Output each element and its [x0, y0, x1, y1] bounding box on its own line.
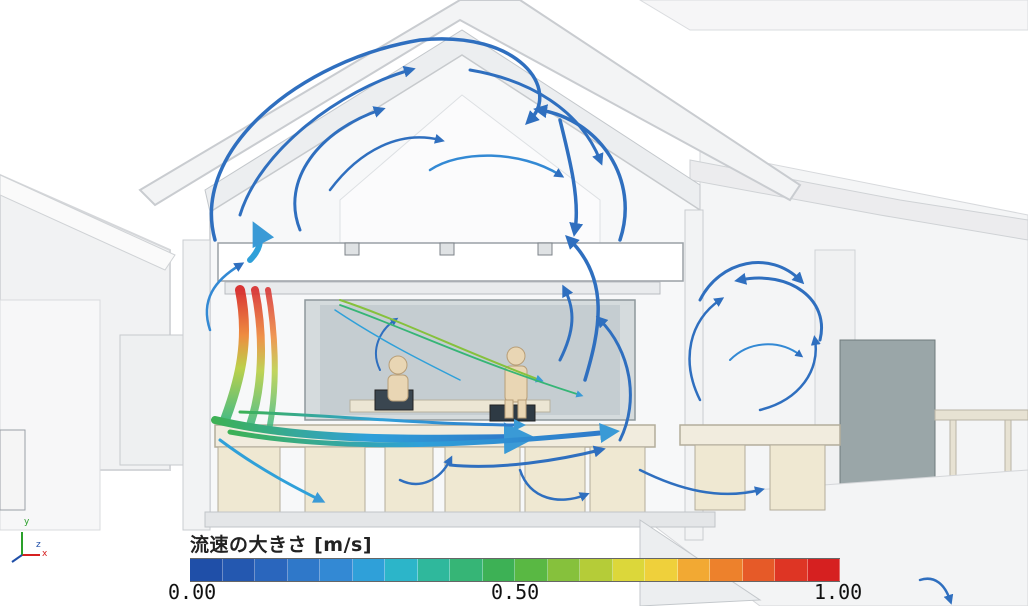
colorbar-tick-label: 0.00 [168, 580, 217, 604]
colorbar-tick-label: 0.50 [491, 580, 540, 604]
colorbar-segment [222, 559, 255, 581]
axes-triad [11, 532, 40, 563]
legend-title: 流速の大きさ [m/s] [190, 534, 373, 556]
streamlines-jets [211, 221, 620, 503]
colorbar-segment [547, 559, 580, 581]
colorbar-segment [580, 559, 613, 581]
axis-label-x: x [42, 549, 48, 559]
colorbar-segment [190, 559, 223, 581]
colorbar-segment [450, 559, 483, 581]
colorbar-segment [482, 559, 515, 581]
colorbar-segment [417, 559, 450, 581]
colorbar-segment [677, 559, 710, 581]
colorbar-segment [385, 559, 418, 581]
colorbar-segment [287, 559, 320, 581]
colorbar-segment [612, 559, 645, 581]
colorbar-segment [515, 559, 548, 581]
streamlines-recirculation [205, 37, 954, 605]
colorbar-segment [775, 559, 808, 581]
colorbar-tick-label: 1.00 [814, 580, 863, 604]
colorbar-segment [710, 559, 743, 581]
axis-label-y: y [24, 517, 30, 527]
colorbar-segment [742, 559, 775, 581]
colorbar-segment [320, 559, 353, 581]
colorbar-segment [352, 559, 385, 581]
colorbar-segment [255, 559, 288, 581]
house-section [138, 0, 841, 606]
colorbar-segment [645, 559, 678, 581]
colorbar-segment [807, 559, 840, 581]
mannequin-left [387, 355, 409, 402]
axis-label-z: z [36, 540, 41, 550]
velocity-colorbar [190, 558, 840, 582]
